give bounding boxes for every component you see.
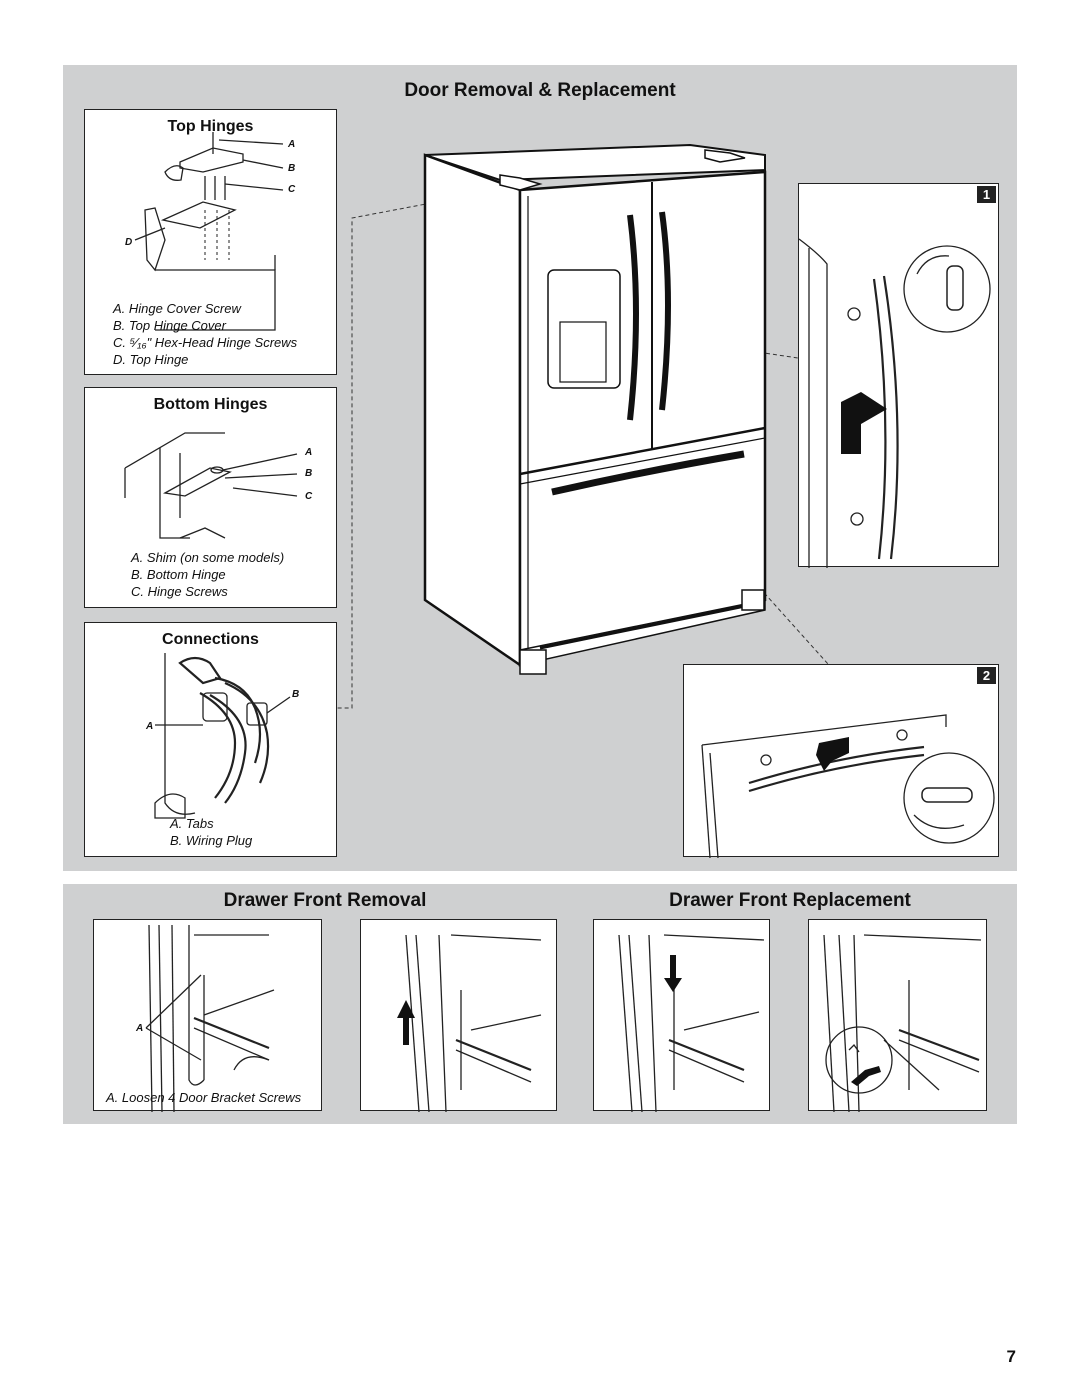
step-1-box: 1 [798, 183, 999, 568]
callout-b: B [292, 689, 300, 700]
top-hinges-box: Top Hinges A B C D A. Hinge Cover Screw … [84, 109, 337, 375]
bottom-hinges-title: Bottom Hinges [153, 396, 268, 413]
connections-title: Connections [162, 631, 259, 648]
step-number: 2 [977, 667, 996, 684]
legend-item: A. Hinge Cover Screw [113, 301, 241, 316]
step-number: 1 [977, 186, 996, 203]
callout-b: B [305, 468, 313, 479]
callout-b: B [288, 163, 296, 174]
drawer-removal-step-2 [360, 919, 557, 1113]
legend-item: D. Top Hinge [113, 352, 189, 367]
legend-item: B. Top Hinge Cover [113, 318, 226, 333]
drawer-removal-caption: A. Loosen 4 Door Bracket Screws [106, 1090, 302, 1105]
legend-item: A. Shim (on some models) [131, 550, 285, 565]
bottom-hinge-illustration [124, 432, 298, 539]
legend-item: B. Bottom Hinge [131, 567, 226, 582]
drawer-front-replacement-title: Drawer Front Replacement [669, 890, 911, 911]
door-removal-title: Door Removal & Replacement [404, 80, 676, 101]
drawer-tighten-illustration [823, 934, 982, 1113]
drawer-front-removal-title: Drawer Front Removal [223, 890, 427, 911]
bottom-hinges-box: Bottom Hinges A B C A. Shim (on some mod… [84, 387, 337, 608]
connections-box: Connections B A A. Tabs B. Wiring Plug [84, 622, 337, 857]
legend-item: B. Wiring Plug [170, 833, 253, 848]
top-hinges-title: Top Hinges [167, 118, 254, 135]
callout-a: A [305, 447, 313, 458]
legend-item: C. Hinge Screws [131, 584, 228, 599]
page-number: 7 [1006, 1347, 1016, 1366]
legend-item: A. Tabs [170, 816, 214, 831]
connections-illustration [154, 653, 291, 819]
callout-a: A [288, 139, 296, 150]
callout-c: C [288, 184, 296, 195]
connections-legend: A. Tabs B. Wiring Plug [170, 815, 252, 849]
top-hinge-illustration [134, 132, 284, 331]
door-handle-removal-illustration [798, 238, 991, 568]
step-2-box: 2 [683, 664, 999, 859]
drawer-handle-removal-illustration [701, 714, 995, 859]
drawer-removal-step-1: A A. Loosen 4 Door Bracket Screws [93, 919, 322, 1113]
drawer-replacement-step-1 [593, 919, 770, 1113]
drawer-replacement-step-2 [808, 919, 987, 1113]
callout-c: C [305, 491, 313, 502]
drawer-lift-illustration [397, 934, 542, 1113]
callout-d: D [125, 237, 133, 248]
legend-item: C. ⁵⁄₁₆" Hex-Head Hinge Screws [113, 335, 298, 350]
callout-a: A [146, 721, 154, 732]
top-hinges-legend: A. Hinge Cover Screw B. Top Hinge Cover … [113, 300, 297, 368]
refrigerator-illustration [337, 143, 829, 709]
bottom-hinges-legend: A. Shim (on some models) B. Bottom Hinge… [131, 549, 284, 600]
drawer-bracket-illustration [145, 924, 275, 1113]
callout-a: A [136, 1023, 144, 1034]
drawer-lower-illustration [618, 934, 765, 1113]
